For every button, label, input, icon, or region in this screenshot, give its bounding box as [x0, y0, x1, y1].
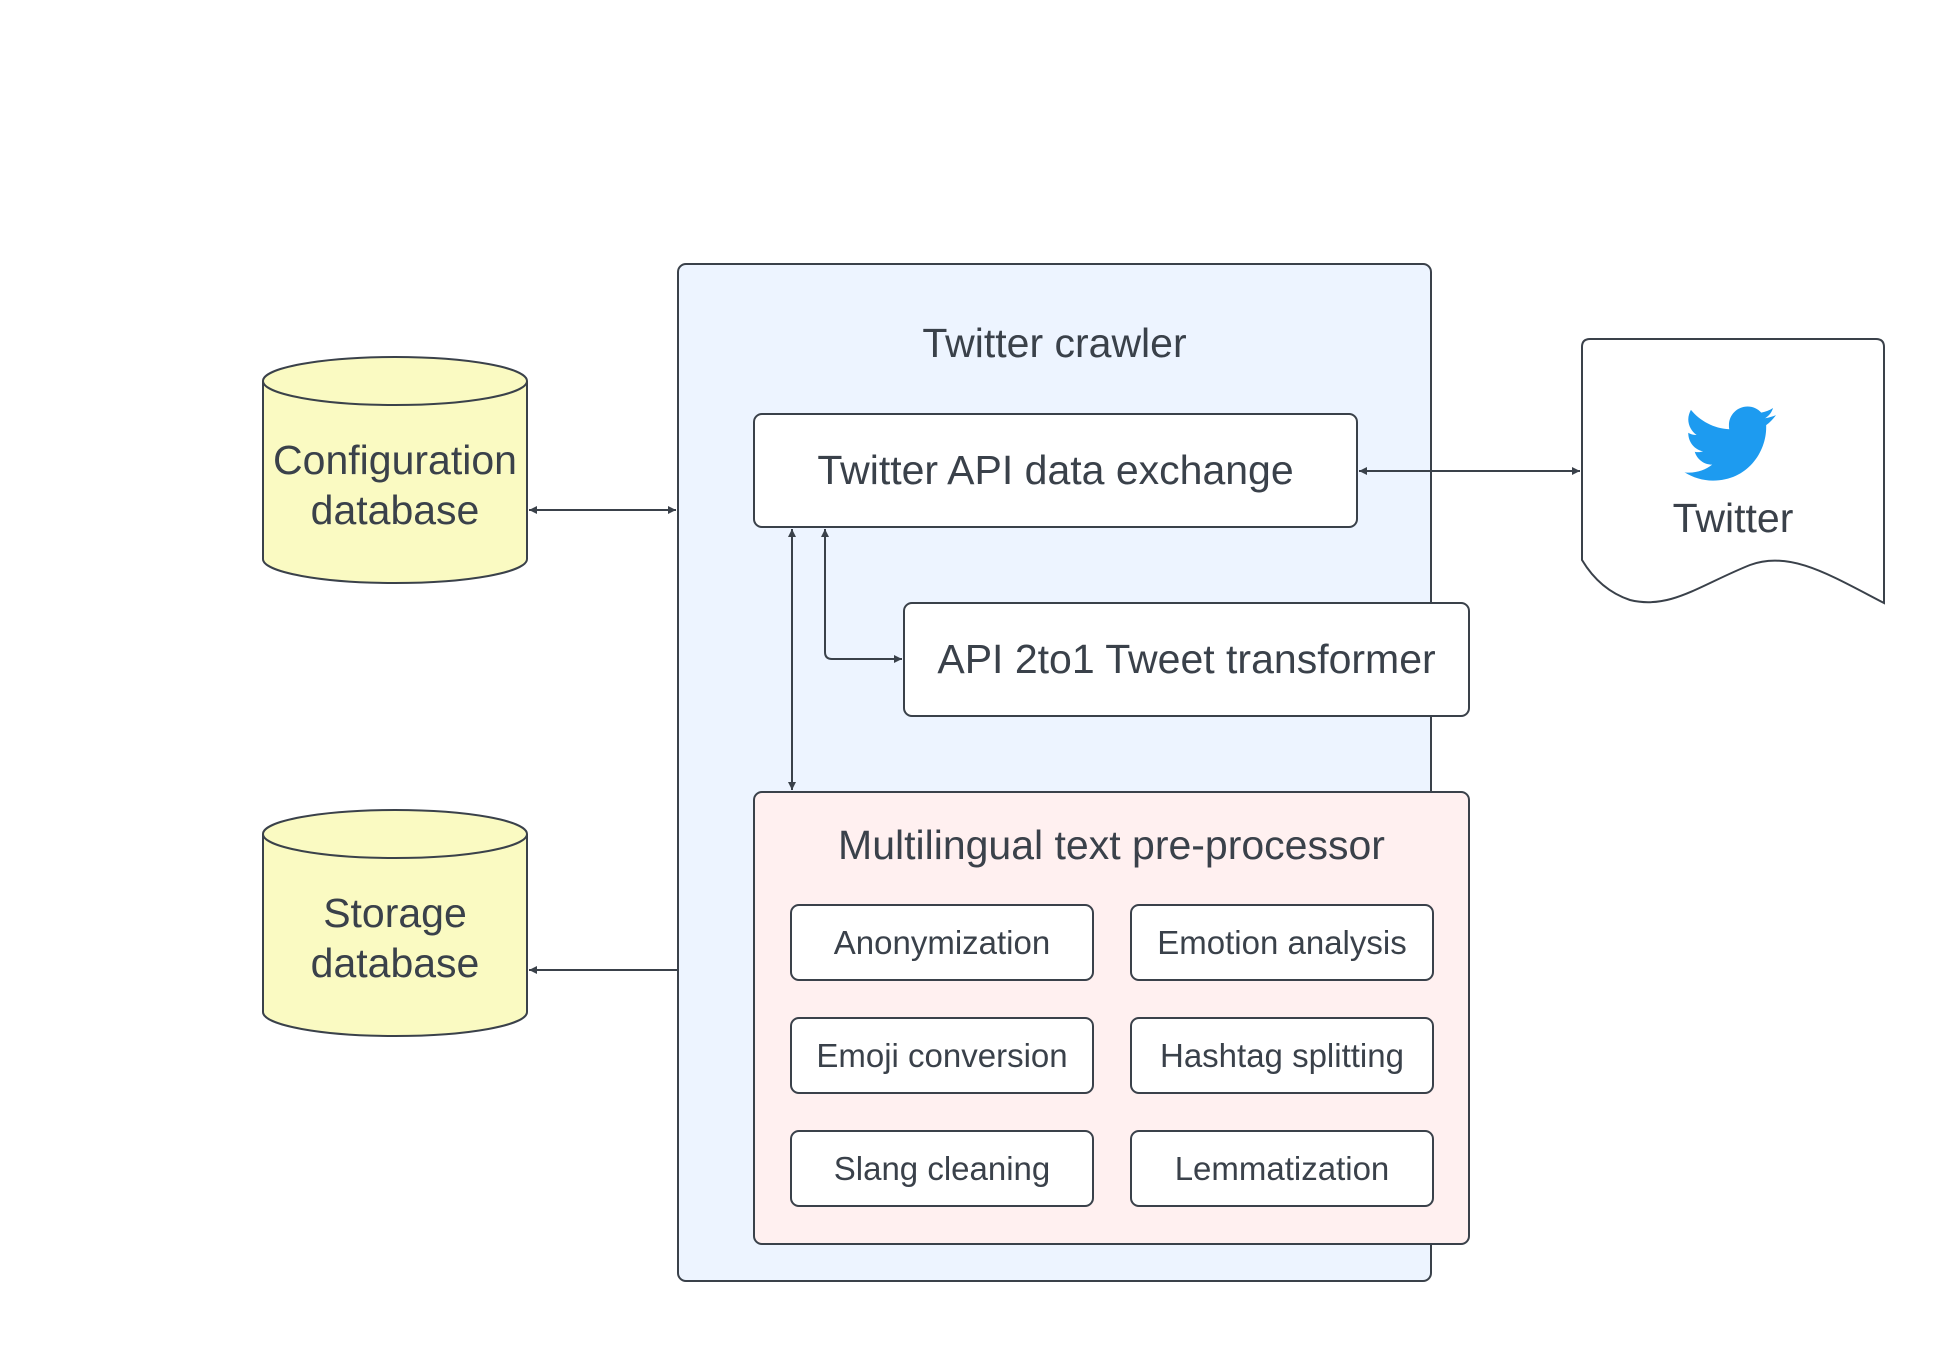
module-box-emotion-analysis — [1130, 904, 1434, 981]
module-box-lemmatization — [1130, 1130, 1434, 1207]
preprocessor-title: Multilingual text pre-processor — [838, 821, 1385, 868]
module-box-emoji-conversion — [790, 1017, 1094, 1094]
module-label: Anonymization — [833, 923, 1051, 961]
module-box-hashtag-splitting — [1130, 1017, 1434, 1094]
module-label: Emotion analysis — [1157, 923, 1407, 961]
exchange-transformer-connector — [821, 529, 902, 663]
configuration-database-line1: Configuration — [273, 437, 517, 483]
configuration-database-line2: database — [310, 487, 480, 533]
module-label: Hashtag splitting — [1160, 1036, 1404, 1074]
module-label: Emoji conversion — [816, 1036, 1068, 1074]
configuration-database-label: Configuration database — [263, 415, 527, 555]
configuration-database-cylinder — [262, 356, 528, 584]
api-exchange-box — [753, 413, 1358, 528]
module-label: Slang cleaning — [833, 1149, 1051, 1187]
twitter-bird-icon — [1684, 406, 1776, 481]
storage-database-cylinder — [262, 809, 528, 1037]
module-label: Lemmatization — [1174, 1149, 1390, 1187]
twitter-label: Twitter — [1672, 494, 1794, 541]
module-box-slang-cleaning — [790, 1130, 1094, 1207]
storage-database-line2: database — [310, 940, 480, 986]
transformer-box — [903, 602, 1470, 717]
module-box-anonymization — [790, 904, 1094, 981]
storage-database-label: Storage database — [263, 868, 527, 1008]
transformer-label: API 2to1 Tweet transformer — [937, 636, 1436, 682]
crawler-title: Twitter crawler — [922, 319, 1187, 366]
api-exchange-label: Twitter API data exchange — [817, 447, 1294, 493]
storage-database-line1: Storage — [323, 890, 467, 936]
